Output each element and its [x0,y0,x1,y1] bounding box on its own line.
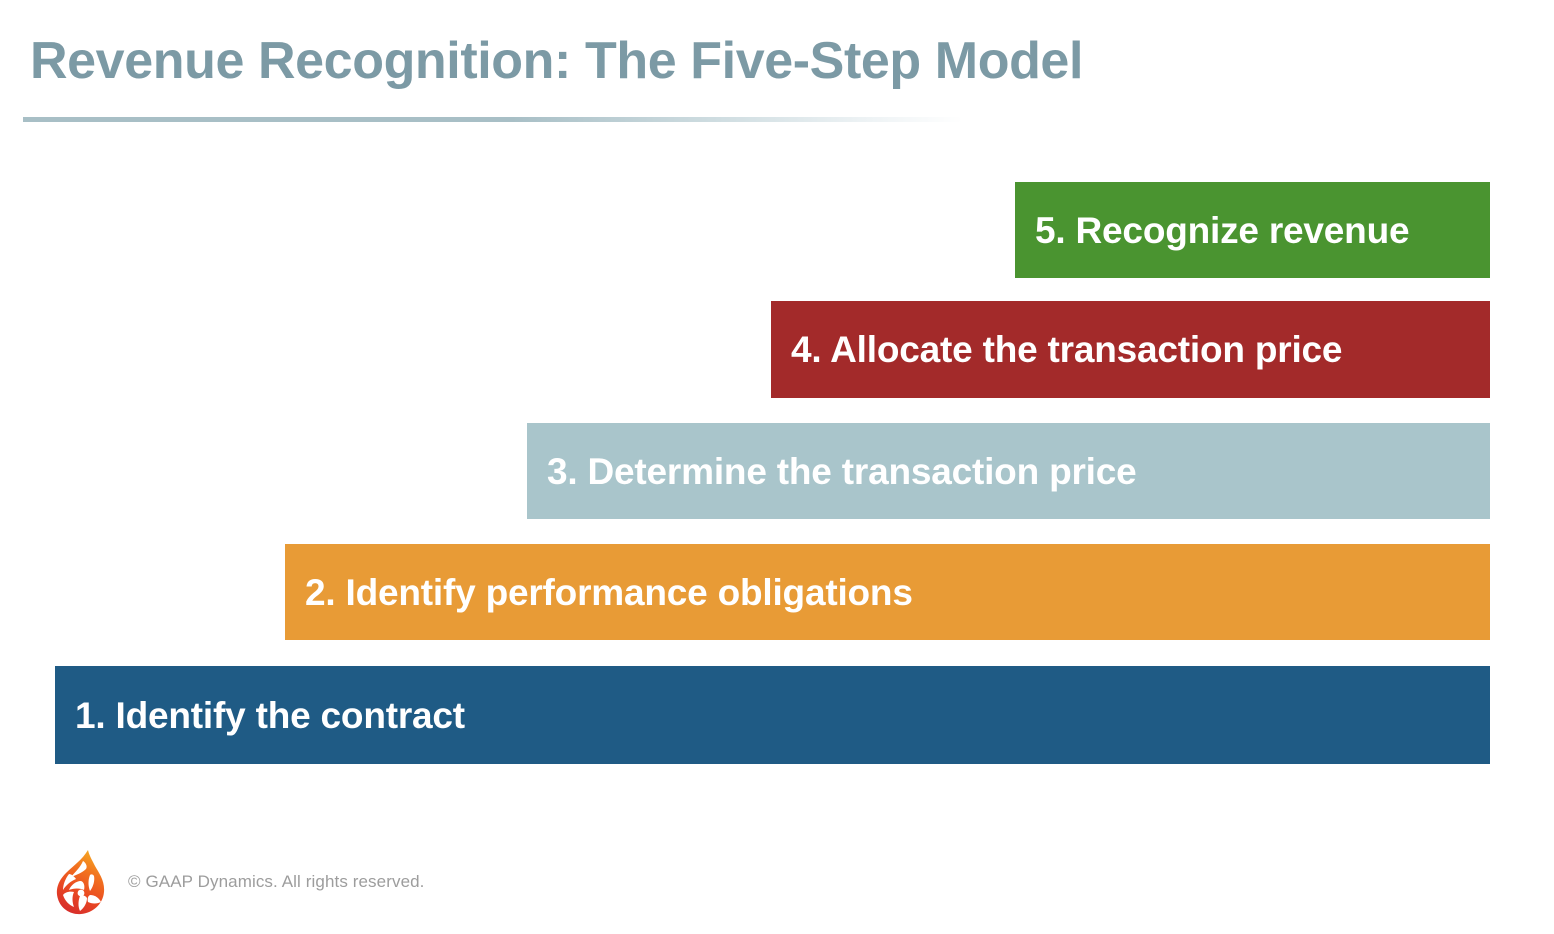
copyright-text: © GAAP Dynamics. All rights reserved. [128,872,425,891]
step-bar-identify-performance-obligations[interactable]: 2. Identify performance obligations [285,544,1490,640]
footer: © GAAP Dynamics. All rights reserved. [52,848,425,916]
step-label-2: 2. Identify performance obligations [305,571,913,613]
step-bar-identify-the-contract[interactable]: 1. Identify the contract [55,666,1490,764]
step-bar-recognize-revenue[interactable]: 5. Recognize revenue [1015,182,1490,278]
step-label-4: 4. Allocate the transaction price [791,329,1343,370]
step-label-3: 3. Determine the transaction price [547,450,1137,492]
page-title: Revenue Recognition: The Five-Step Model [30,32,1083,90]
flame-logo-icon [52,848,112,916]
step-bar-determine-transaction-price[interactable]: 3. Determine the transaction price [527,423,1490,519]
title-divider [23,117,963,122]
step-label-5: 5. Recognize revenue [1035,209,1410,251]
step-bar-allocate-transaction-price[interactable]: 4. Allocate the transaction price [771,301,1490,398]
step-label-1: 1. Identify the contract [75,694,465,736]
